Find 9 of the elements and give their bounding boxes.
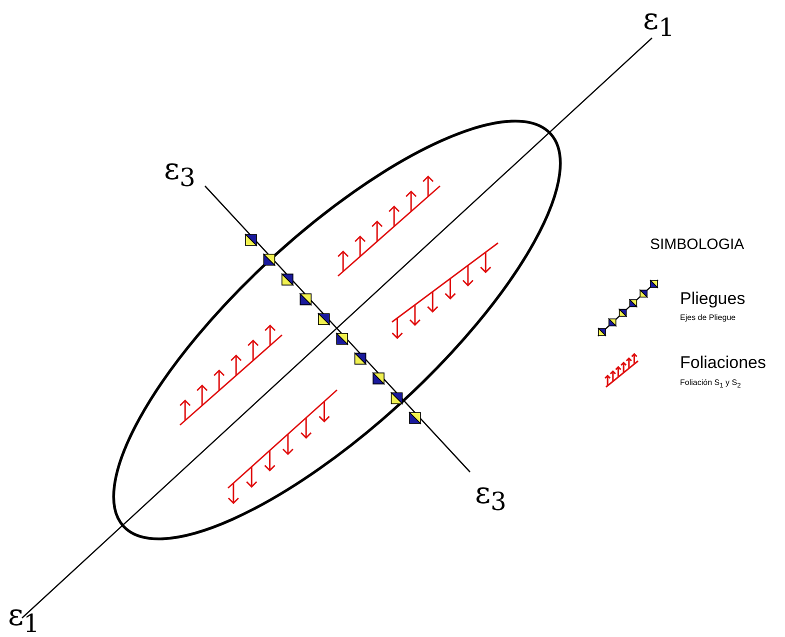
legend-caption: Ejes de Pliegue [680, 313, 736, 322]
axis-label: ε$_{1}$ [643, 2, 674, 42]
axis-label: ε$_{3}$ [164, 152, 196, 192]
legend-caption: Foliación S$_{1}$ y S$_{2}$ [680, 378, 741, 390]
axis-label: ε$_{3}$ [475, 476, 506, 516]
legend-text: Foliaciones [680, 353, 766, 373]
axis-label: ε$_{1}$ [8, 598, 40, 637]
legend-title: SIMBOLOGIA [650, 236, 744, 253]
legend-text: Pliegues [680, 289, 746, 309]
